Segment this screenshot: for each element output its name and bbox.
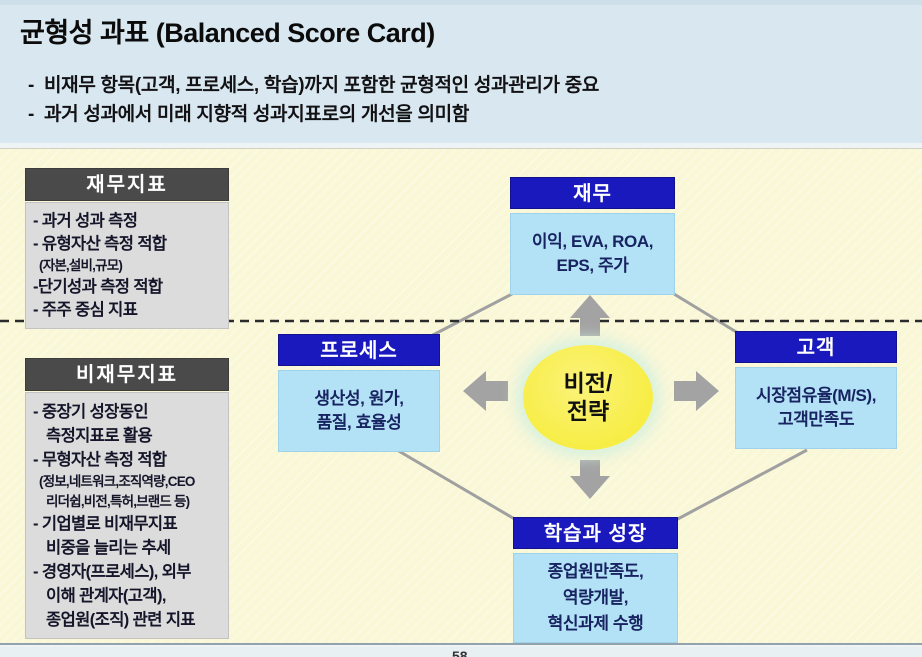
- node-customer-body: 시장점유율(M/S), 고객만족도: [735, 367, 897, 449]
- vision-strategy-ellipse: 비전/ 전략: [523, 345, 653, 450]
- panel-line: 리더쉽,비전,특허,브랜드 등): [46, 494, 190, 509]
- node-customer-title: 고객: [735, 331, 897, 363]
- node-process-title: 프로세스: [278, 334, 440, 366]
- panel-line: - 경영자(프로세스), 외부: [33, 563, 191, 581]
- node-process-body: 생산성, 원가, 품질, 효율성: [278, 370, 440, 452]
- bottom-strip: [0, 647, 922, 657]
- arrow-right-icon: [674, 371, 719, 411]
- panel-line: 비중을 늘리는 추세: [46, 539, 171, 557]
- panel-line: (자본,설비,규모): [39, 258, 123, 273]
- panel-line: -단기성과 측정 적합: [33, 278, 163, 296]
- bullet-list: - 비재무 항목(고객, 프로세스, 학습)까지 포함한 균형적인 성과관리가 …: [28, 71, 599, 129]
- panel-line: (정보,네트워크,조직역량,CEO: [39, 474, 195, 489]
- arrow-up-icon: [570, 295, 610, 336]
- page-number: 58: [452, 648, 468, 657]
- bullet-item: - 과거 성과에서 미래 지향적 성과지표로의 개선을 의미함: [28, 104, 469, 125]
- panel-line: - 중장기 성장동인: [33, 403, 149, 421]
- panel-line: - 무형자산 측정 적합: [33, 451, 167, 469]
- financial-panel-body: - 과거 성과 측정 - 유형자산 측정 적합 (자본,설비,규모) -단기성과…: [25, 202, 229, 329]
- panel-line: 이해 관계자(고객),: [46, 587, 166, 605]
- diagram-area: 재무지표 - 과거 성과 측정 - 유형자산 측정 적합 (자본,설비,규모) …: [0, 148, 922, 645]
- node-finance: 재무 이익, EVA, ROA, EPS, 주가: [510, 177, 675, 295]
- panel-line: - 유형자산 측정 적합: [33, 235, 167, 253]
- panel-line: 종업원(조직) 관련 지표: [46, 611, 196, 629]
- non-financial-panel-title: 비재무지표: [25, 358, 229, 391]
- panel-line: 측정지표로 활용: [46, 427, 153, 445]
- node-customer: 고객 시장점유율(M/S), 고객만족도: [735, 331, 897, 449]
- panel-line: - 과거 성과 측정: [33, 212, 138, 230]
- arrows: [463, 295, 719, 499]
- node-learning-title: 학습과 성장: [513, 517, 678, 549]
- financial-panel: 재무지표 - 과거 성과 측정 - 유형자산 측정 적합 (자본,설비,규모) …: [25, 168, 229, 329]
- node-learning: 학습과 성장 종업원만족도, 역량개발, 혁신과제 수행: [513, 517, 678, 643]
- diamond-connector-lines: [396, 292, 808, 523]
- node-learning-body: 종업원만족도, 역량개발, 혁신과제 수행: [513, 553, 678, 643]
- bullet-item: - 비재무 항목(고객, 프로세스, 학습)까지 포함한 균형적인 성과관리가 …: [28, 75, 600, 96]
- non-financial-panel: 비재무지표 - 중장기 성장동인 측정지표로 활용 - 무형자산 측정 적합 (…: [25, 358, 229, 639]
- arrow-left-icon: [463, 371, 508, 411]
- non-financial-panel-body: - 중장기 성장동인 측정지표로 활용 - 무형자산 측정 적합 (정보,네트워…: [25, 392, 229, 639]
- node-finance-title: 재무: [510, 177, 675, 209]
- page-title: 균형성 과표 (Balanced Score Card): [20, 18, 435, 48]
- panel-line: - 주주 중심 지표: [33, 301, 138, 319]
- financial-panel-title: 재무지표: [25, 168, 229, 201]
- panel-line: - 기업별로 비재무지표: [33, 515, 178, 533]
- title-section: 균형성 과표 (Balanced Score Card) - 비재무 항목(고객…: [0, 0, 922, 143]
- node-process: 프로세스 생산성, 원가, 품질, 효율성: [278, 334, 440, 452]
- arrow-down-icon: [570, 460, 610, 499]
- node-finance-body: 이익, EVA, ROA, EPS, 주가: [510, 213, 675, 295]
